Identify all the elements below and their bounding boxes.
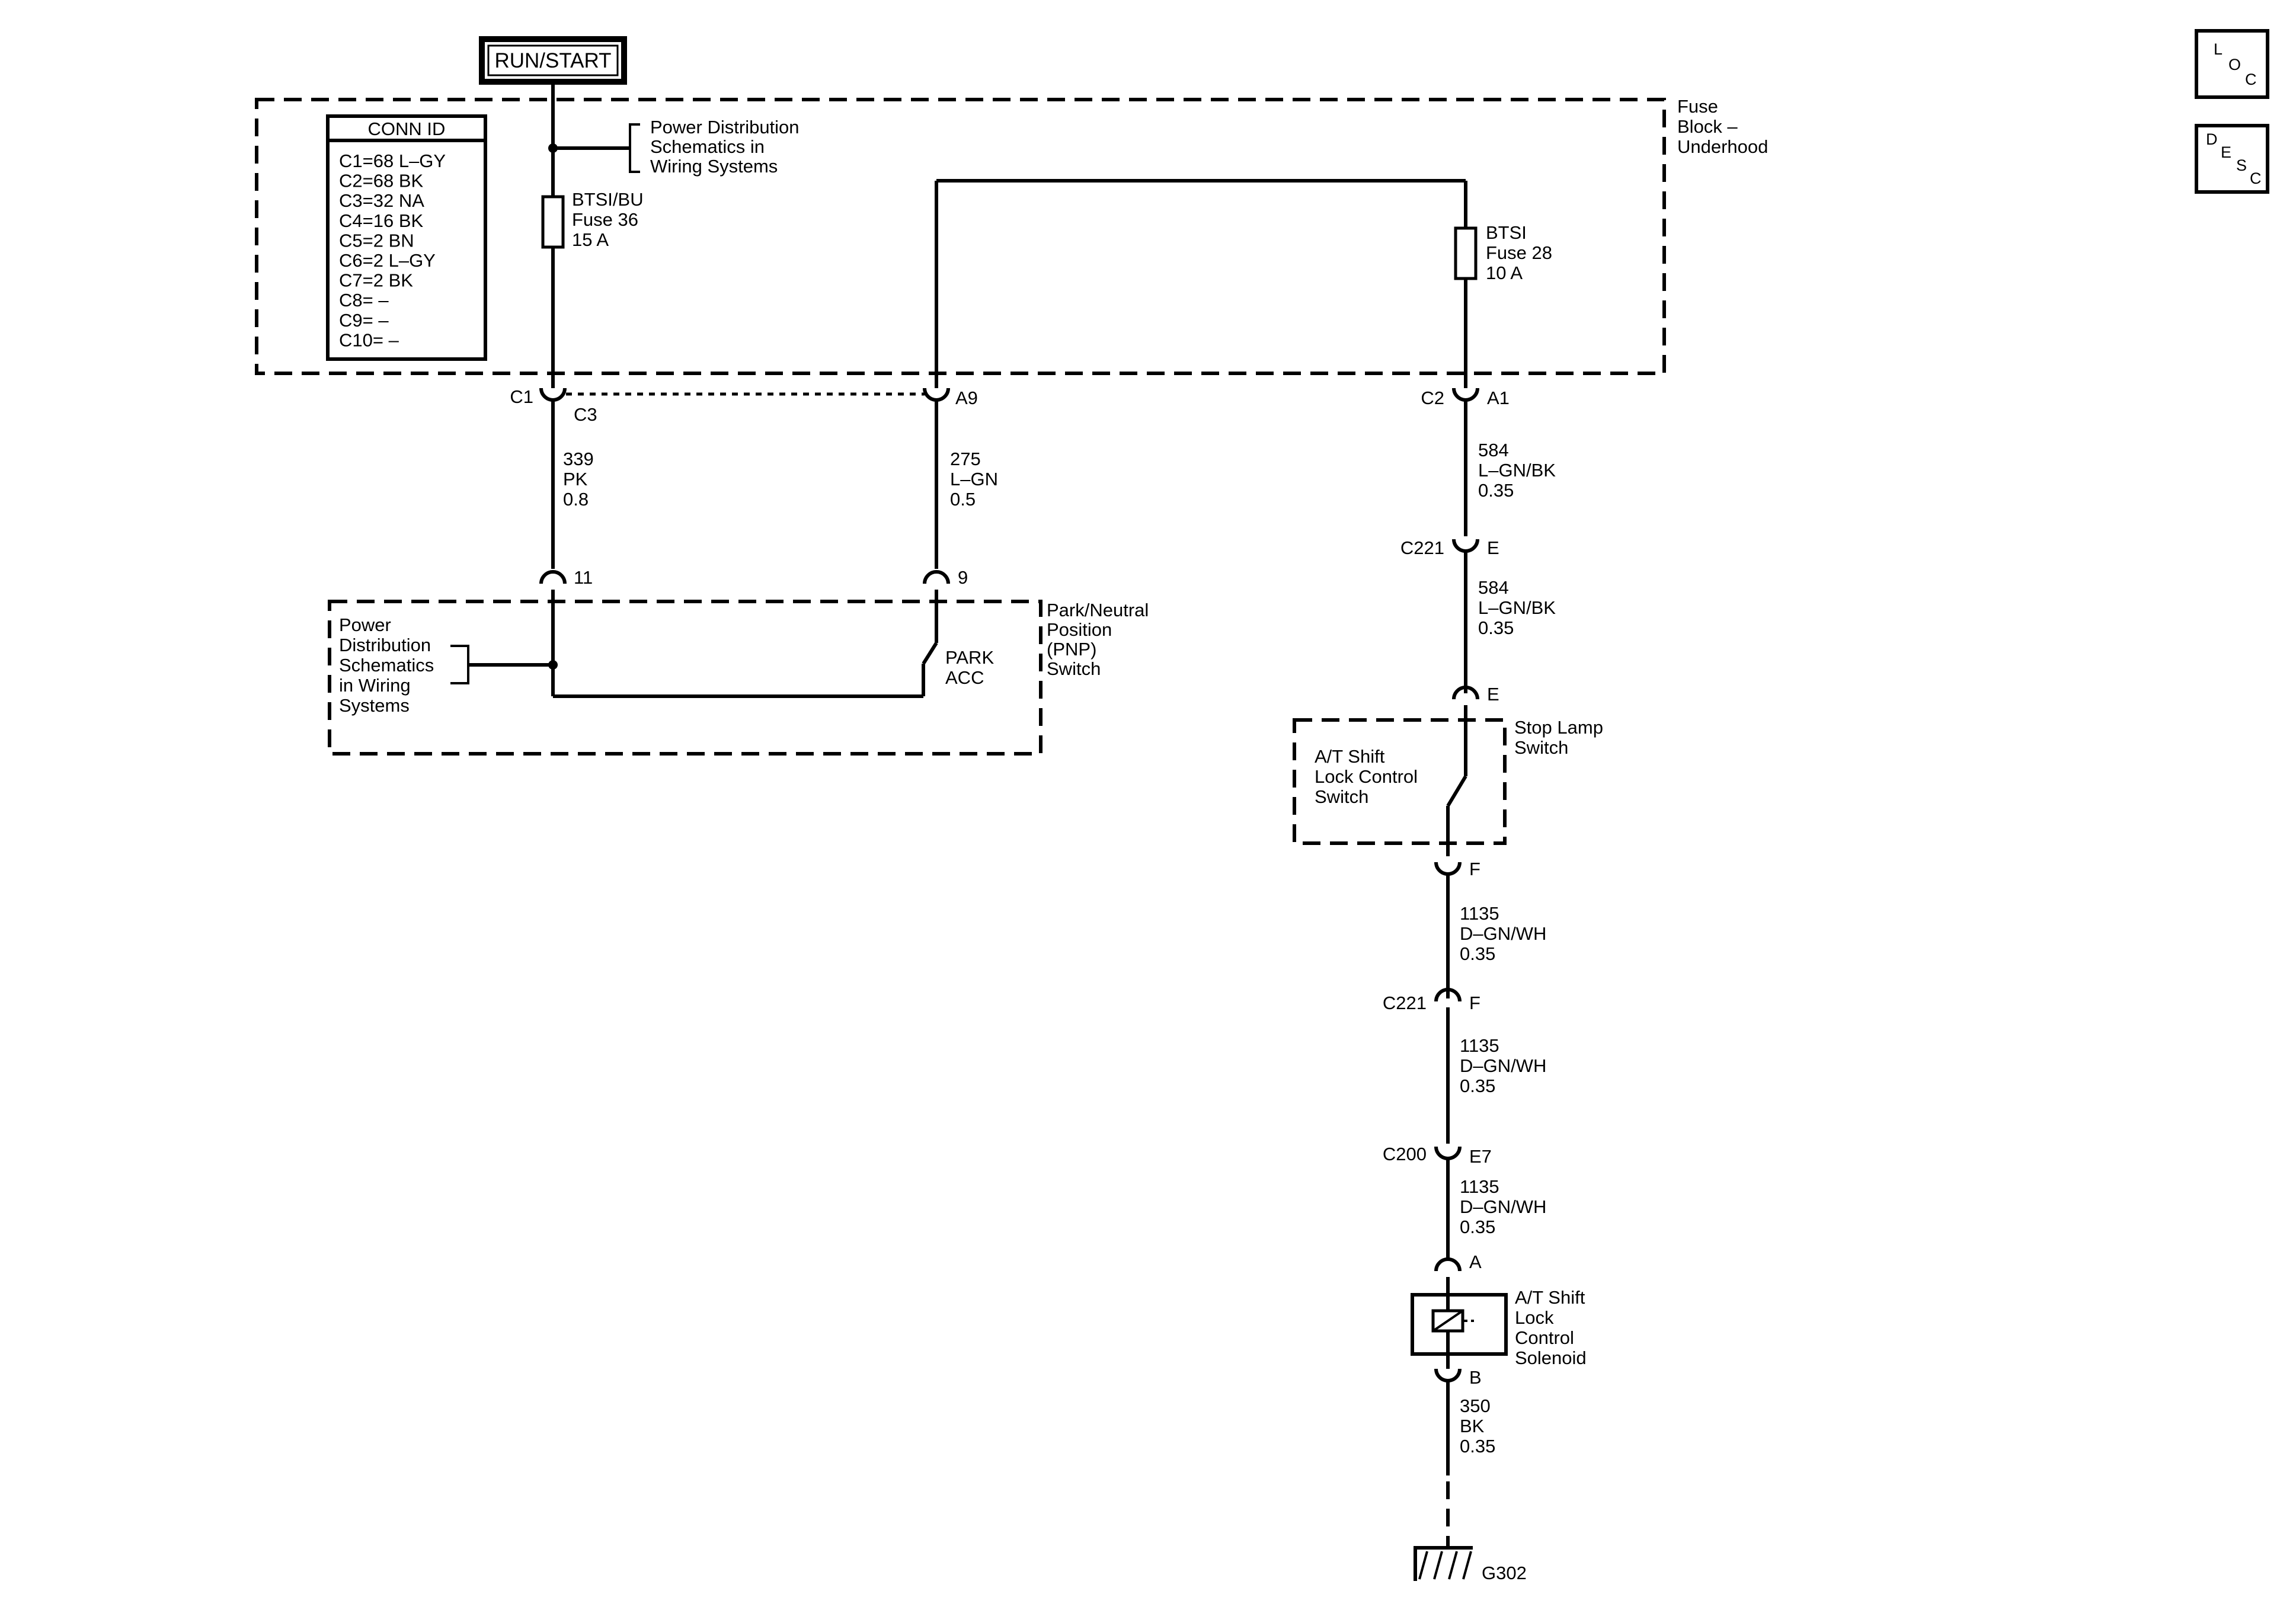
connector-c221-e-label: C221 [1400,537,1444,558]
connector-pin-9 [923,570,950,584]
pin-9-label: 9 [958,567,968,588]
connector-solenoid-b [1434,1368,1462,1382]
wire-584-a-label: 584 L–GN/BK 0.35 [1478,440,1561,501]
connector-c200 [1434,1146,1462,1160]
svg-text:E: E [2221,143,2231,161]
fuse-28-symbol [1454,226,1478,280]
wire-275-label: 275 L–GN 0.5 [950,449,1003,510]
fuse-block-label: Fuse Block – Underhood [1677,96,1768,157]
connector-c1-label: C1 [510,386,533,407]
wire-1135-b-label: 1135 D–GN/WH 0.35 [1460,1035,1552,1096]
svg-text:C: C [2250,169,2262,187]
connector-stop-lamp-in [1452,686,1479,700]
connector-c200-pin-label: E7 [1469,1146,1492,1167]
wire-584-b-label: 584 L–GN/BK 0.35 [1478,577,1561,638]
ground-label: G302 [1482,1563,1527,1583]
fuse-28-label: BTSI Fuse 28 10 A [1486,222,1558,283]
connector-a9-label: A9 [955,388,978,408]
svg-text:RUN/START: RUN/START [494,49,611,72]
fuse-36-label: BTSI/BU Fuse 36 15 A [572,189,648,250]
wire-350-label: 350 BK 0.35 [1460,1395,1495,1457]
pin-11-label: 11 [574,567,593,588]
stop-lamp-switch-label: Stop Lamp Switch [1514,717,1609,758]
power-dist-top-bracket [629,123,640,173]
svg-text:S: S [2236,156,2247,174]
power-dist-top-label: Power Distribution Schematics in Wiring … [650,117,804,177]
connector-c1-c3 [539,388,567,402]
stop-lamp-in-pin-label: E [1487,684,1499,705]
wire-1135-a-label: 1135 D–GN/WH 0.35 [1460,903,1552,964]
wire-339-label: 339 PK 0.8 [563,449,599,510]
connector-c2-label: C2 [1421,388,1444,408]
connector-a9 [923,388,950,402]
connector-c221-e-pin-label: E [1487,537,1499,558]
conn-id-rows: C1=68 L–GY C2=68 BK C3=32 NA C4=16 BK C5… [339,151,450,350]
connector-c3-label: C3 [574,404,597,425]
svg-text:C: C [2245,71,2257,88]
connector-c221-f [1434,988,1462,1002]
connector-stop-lamp-out [1434,862,1462,876]
conn-id-table: CONN ID C1=68 L–GY C2=68 BK C3=32 NA C4=… [326,114,487,361]
pnp-contact-label: PARK ACC [945,647,999,688]
pnp-switch-outline [328,600,1043,756]
power-dist-bottom-bracket [450,645,469,684]
solenoid-label: A/T Shift Lock Control Solenoid [1515,1287,1590,1368]
fuse-block-outline [255,98,1666,375]
fuse-36-symbol [541,195,565,249]
svg-text:D: D [2206,130,2218,148]
stop-lamp-switch-outline [1293,718,1507,845]
svg-text:CONN ID: CONN ID [368,119,446,139]
connector-c2-a1 [1452,388,1479,402]
shift-lock-switch-label: A/T Shift Lock Control Switch [1315,746,1423,807]
desc-icon[interactable]: D E S C [2195,124,2269,194]
solenoid-a-pin-label: A [1469,1251,1482,1272]
svg-text:L: L [2214,40,2223,58]
stop-lamp-out-pin-label: F [1469,859,1480,879]
connector-a1-label: A1 [1487,388,1510,408]
connector-c221-f-pin-label: F [1469,993,1480,1013]
pnp-switch-label: Park/Neutral Position (PNP) Switch [1047,600,1154,679]
stop-lamp-switch-contact [1446,775,1467,807]
pnp-switch-contact [922,642,938,665]
connector-c221-e [1452,539,1479,553]
svg-text:O: O [2228,56,2241,73]
run-start-label-box: RUN/START [479,36,627,85]
ground-symbol-icon [1414,1546,1473,1581]
wire-1135-c-label: 1135 D–GN/WH 0.35 [1460,1176,1552,1237]
solenoid-b-pin-label: B [1469,1367,1482,1388]
connector-pin-11 [539,570,567,584]
connector-solenoid-a [1434,1257,1462,1272]
power-dist-bottom-label: Power Distribution Schematics in Wiring … [339,614,439,716]
connector-c200-label: C200 [1383,1144,1427,1164]
connector-c221-f-label: C221 [1383,993,1427,1013]
loc-icon[interactable]: L O C [2195,29,2269,99]
